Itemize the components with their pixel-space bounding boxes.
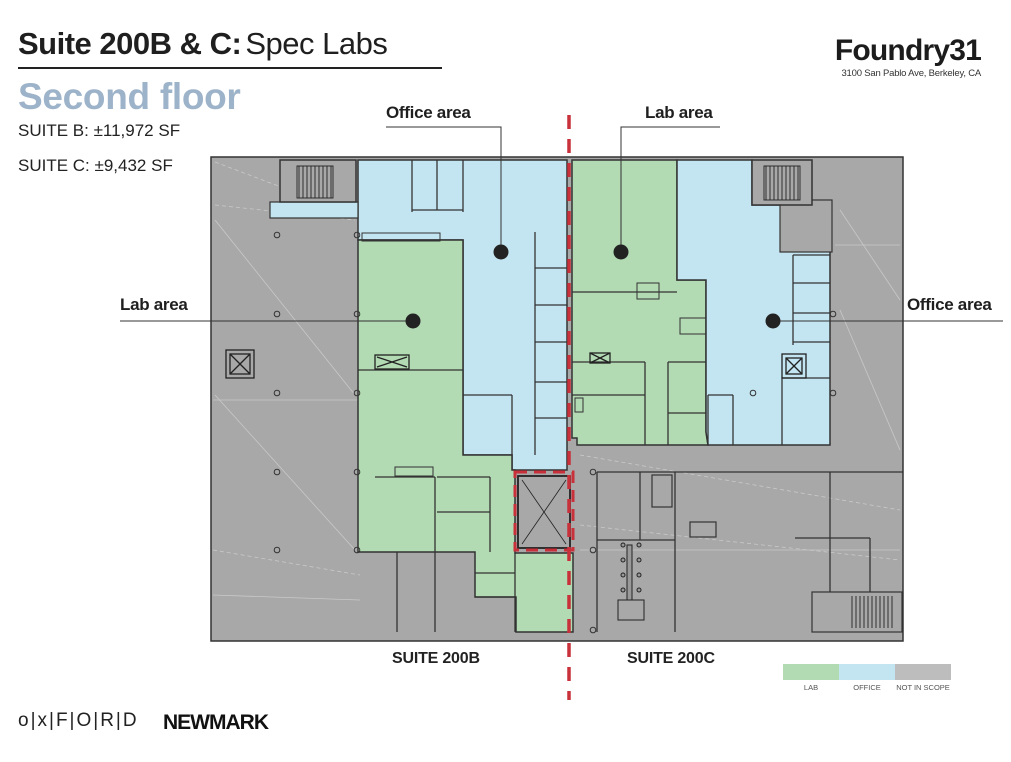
callout-leaders (120, 126, 1003, 322)
title-underline (18, 67, 442, 69)
legend-item-office: OFFICE (839, 664, 895, 692)
suite-c-area: SUITE C: ±9,432 SF (18, 156, 173, 175)
newmark-logo: NEWMARK (163, 711, 269, 734)
callout-lab-top: Lab area (645, 103, 713, 122)
oxford-logo: o|x|F|O|R|D (18, 710, 139, 731)
brand-name: Foundry31 (834, 34, 982, 67)
callout-office-right: Office area (907, 295, 992, 314)
elevator-boundary (513, 470, 575, 552)
interior-walls (358, 160, 903, 632)
callout-lab-left: Lab area (120, 295, 188, 314)
suite-200b-label: SUITE 200B (392, 650, 480, 667)
brand-address: 3100 San Pablo Ave, Berkeley, CA (841, 68, 981, 79)
legend-item-lab: LAB (783, 664, 839, 692)
mechanical-shafts (225, 349, 807, 379)
stairwell-bottom-right (811, 591, 903, 633)
suite-b-lab-zone (357, 239, 574, 633)
legend-item-not-in-scope: NOT IN SCOPE (895, 664, 951, 692)
legend-label-not-in-scope: NOT IN SCOPE (896, 683, 950, 692)
callout-markers (405, 244, 781, 329)
title-suite: Suite 200B & C: (18, 26, 242, 61)
lab-benches (361, 232, 707, 477)
callout-office-top: Office area (386, 103, 471, 122)
suite-200c-label: SUITE 200C (627, 650, 715, 667)
legend-swatch-lab (783, 664, 839, 680)
suite-b-area: SUITE B: ±11,972 SF (18, 121, 181, 140)
title-descriptor: Spec Labs (245, 26, 388, 61)
floor-subtitle: Second floor (18, 76, 241, 117)
legend: LAB OFFICE NOT IN SCOPE (783, 664, 951, 692)
legend-label-lab: LAB (803, 683, 819, 692)
page-title: Suite 200B & C:Spec Labs (18, 26, 388, 62)
legend-swatch-office (839, 664, 895, 680)
stairwell-left (279, 159, 357, 203)
legend-label-office: OFFICE (853, 683, 881, 692)
structural-columns (273, 231, 837, 634)
brand-block: Foundry31 3100 San Pablo Ave, Berkeley, … (834, 34, 982, 79)
legend-swatch-not-in-scope (895, 664, 951, 680)
restroom-fixtures (617, 542, 645, 621)
